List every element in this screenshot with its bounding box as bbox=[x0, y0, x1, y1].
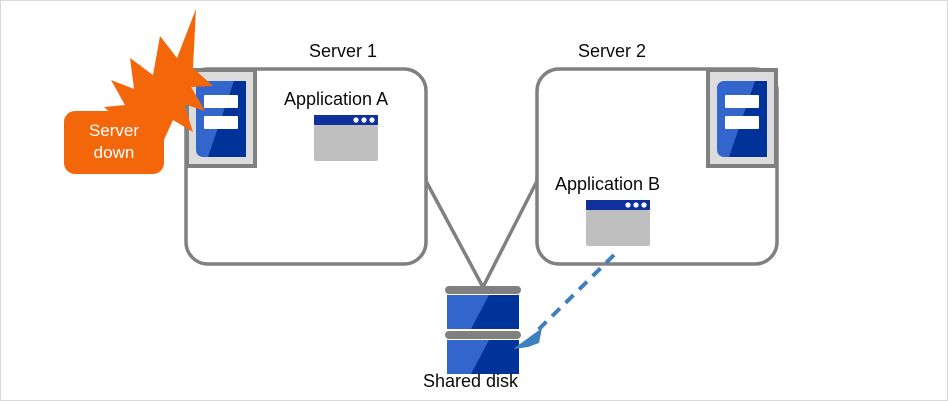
application-b-label: Application B bbox=[555, 174, 661, 194]
server1-label: Server 1 bbox=[309, 41, 378, 61]
connector-server2-to-disk bbox=[480, 176, 539, 290]
server-down-alert-line1: Server bbox=[88, 121, 140, 140]
disk-stack-icon bbox=[445, 286, 521, 374]
connector-server1-to-disk bbox=[424, 176, 486, 290]
server-down-alert-line2: down bbox=[93, 143, 135, 162]
server2-label: Server 2 bbox=[578, 41, 647, 61]
application-window-icon-b bbox=[586, 200, 650, 246]
application-window-icon-a bbox=[314, 115, 378, 161]
dashed-arrow-appb-to-disk bbox=[513, 253, 616, 349]
shared-disk-label: Shared disk bbox=[423, 371, 519, 391]
server-icon-2 bbox=[706, 68, 778, 168]
application-a-label: Application A bbox=[284, 89, 389, 109]
server-down-alert[interactable]: Server down bbox=[64, 111, 164, 174]
